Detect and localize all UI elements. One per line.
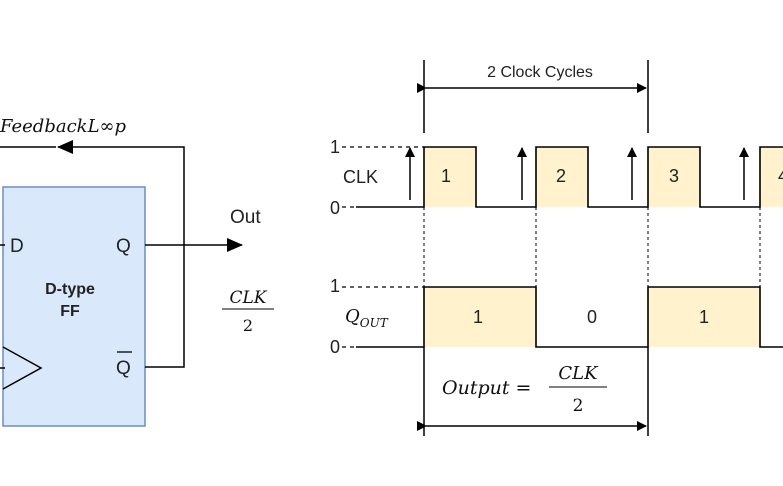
q-segment-label: 0 <box>587 307 597 327</box>
clk-trace <box>356 146 783 208</box>
timing-diagram: 2 Clock Cycles 1 2 3 4 1 0 CLK <box>330 60 783 436</box>
output-equation-numerator: CLK <box>558 363 599 384</box>
q-waveform: 1 0 1 1 0 QOUT <box>330 276 783 357</box>
feedback-label: FeedbackL∞p <box>0 116 127 137</box>
q-trace <box>356 286 783 348</box>
clk-pulse-label: 3 <box>669 166 679 186</box>
q-level-high: 1 <box>330 276 340 296</box>
output-equation-denominator: 2 <box>573 396 584 416</box>
pin-q-label: Q <box>116 236 131 257</box>
clk-signal-label: CLK <box>343 167 378 187</box>
q-high-segment <box>648 287 760 347</box>
clk-level-high: 1 <box>330 137 340 157</box>
pin-qbar-label: Q <box>116 358 131 379</box>
out-fraction: CLK 2 <box>222 288 274 335</box>
q-segment-label: 1 <box>699 307 709 327</box>
clk-waveform: 1 2 3 4 1 0 CLK <box>330 137 783 218</box>
clk-pulse-label: 2 <box>556 166 566 186</box>
output-equation-lhs: Output = <box>442 377 531 399</box>
q-signal-label-subscript: OUT <box>360 316 389 330</box>
feedback-wire <box>57 140 185 368</box>
cycles-label: 2 Clock Cycles <box>487 64 593 81</box>
clk-pulse-label: 1 <box>441 166 451 186</box>
q-level-low: 0 <box>330 337 340 357</box>
clk-pulse <box>648 147 700 207</box>
alignment-guides <box>423 207 761 287</box>
flipflop-name: D-type <box>45 281 95 298</box>
q-signal-label: QOUT <box>345 306 389 330</box>
q-high-segment <box>424 287 536 347</box>
q-segment-label: 1 <box>473 307 483 327</box>
out-label: Out <box>230 207 261 228</box>
q-signal-label-base: Q <box>345 306 360 327</box>
flipflop-name-line1: D-type <box>45 281 95 298</box>
flipflop-block: D-type FF D Q Q FeedbackL∞p Out CLK 2 <box>0 116 274 427</box>
clk-pulse <box>424 147 476 207</box>
clk-pulse <box>536 147 588 207</box>
out-fraction-denominator: 2 <box>243 316 253 335</box>
flipflop-name-line2: FF <box>60 303 80 320</box>
clk-pulse <box>760 147 783 207</box>
clk-pulse-label: 4 <box>778 166 783 186</box>
output-equation: Output = CLK 2 <box>442 363 607 416</box>
clk-level-low: 0 <box>330 198 340 218</box>
flipflop-body <box>2 186 146 427</box>
out-fraction-numerator: CLK <box>230 288 268 308</box>
pin-d-label: D <box>10 236 24 257</box>
clock-input-triangle <box>2 346 43 390</box>
